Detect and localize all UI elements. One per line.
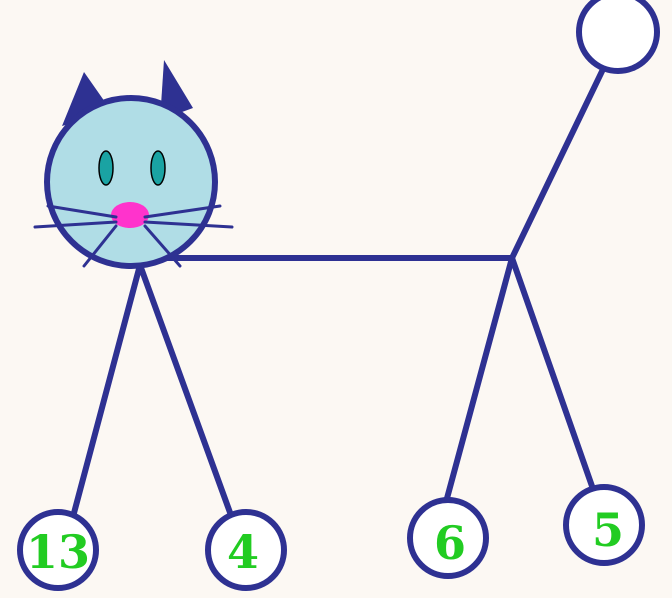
node-label: 5 (592, 503, 624, 557)
whisker-right-3 (143, 224, 182, 268)
node-front-left-paw: 13 (17, 509, 99, 591)
node-label: 4 (227, 525, 259, 579)
node-label: 6 (434, 516, 466, 570)
left-eye-icon (98, 150, 114, 186)
whisker-left-3 (82, 224, 118, 268)
cat-head (33, 60, 234, 269)
node-label: 13 (26, 525, 90, 579)
nose-icon (111, 202, 149, 228)
edge-front-right-leg (137, 262, 235, 521)
node-front-right-paw: 4 (205, 509, 287, 591)
whisker-left-1 (46, 204, 118, 219)
edge-back-left-leg (443, 255, 515, 505)
whisker-left-2 (33, 220, 118, 229)
node-back-right-paw: 5 (563, 484, 645, 566)
edge-back-right-leg (509, 255, 596, 492)
node-back-left-paw: 6 (407, 497, 489, 579)
right-eye-icon (150, 150, 166, 186)
node-tail-tip (576, 0, 660, 74)
head-circle (44, 95, 218, 269)
whisker-right-1 (143, 204, 222, 219)
edge-front-left-leg (71, 262, 143, 516)
whisker-right-2 (143, 220, 234, 229)
edge-tail (509, 60, 609, 261)
